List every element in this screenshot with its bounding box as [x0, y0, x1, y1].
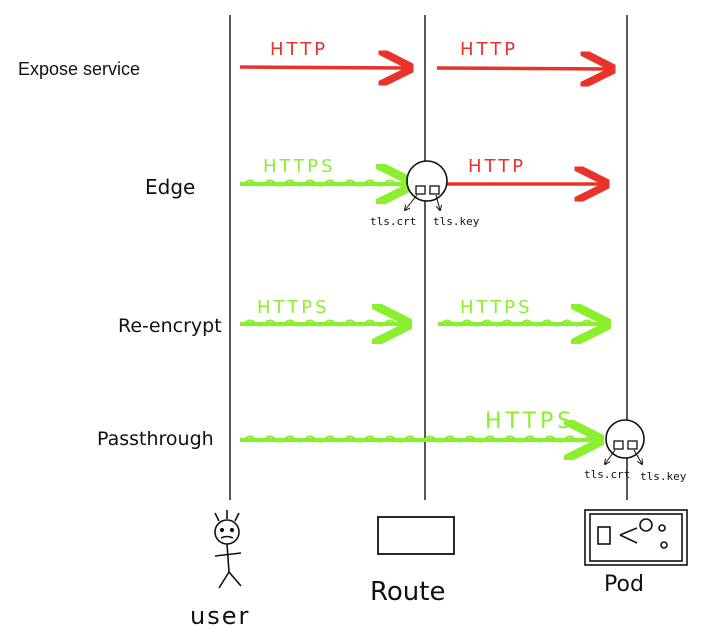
edge-cert-pointer [405, 194, 418, 210]
edge-seg2-protocol: HTTP [468, 156, 526, 177]
row-label-expose: Expose service [18, 59, 140, 79]
passthrough-key-icon [627, 440, 638, 450]
actor-route-label: Route [370, 577, 445, 607]
passthrough-key-pointer [633, 449, 642, 464]
edge-key-pointer [435, 194, 440, 210]
row-label-reencrypt: Re-encrypt [118, 315, 222, 337]
actor-pod-label: Pod [604, 572, 644, 597]
edge-key-label: tls.key [433, 215, 480, 228]
reencrypt-seg2-protocol: HTTPS [460, 297, 533, 318]
expose-seg2-protocol: HTTP [460, 39, 518, 60]
expose-seg1-protocol: HTTP [270, 39, 328, 60]
passthrough-protocol: HTTPS [485, 409, 575, 434]
expose-arrow-user-to-route [239, 67, 410, 68]
expose-arrow-route-to-pod [436, 68, 612, 69]
row-label-passthrough: Passthrough [97, 428, 214, 450]
passthrough-cert-label: tls.crt [584, 468, 630, 481]
passthrough-cert-icon [613, 440, 624, 450]
edge-cert-label: tls.crt [370, 215, 416, 228]
edge-key-icon [429, 185, 440, 195]
edge-termination-circle [406, 160, 448, 202]
actor-user-label: user [190, 602, 250, 630]
passthrough-key-label: tls.key [640, 470, 687, 483]
row-label-edge: Edge [145, 175, 195, 199]
reencrypt-seg1-protocol: HTTPS [257, 297, 330, 318]
route-box-icon [377, 516, 455, 555]
edge-seg1-protocol: HTTPS [263, 156, 336, 177]
edge-cert-icon [415, 185, 426, 195]
pod-container-icon [584, 509, 688, 566]
passthrough-termination-circle [605, 419, 645, 459]
passthrough-cert-pointer [605, 449, 616, 464]
user-stick-figure-icon [214, 510, 242, 589]
